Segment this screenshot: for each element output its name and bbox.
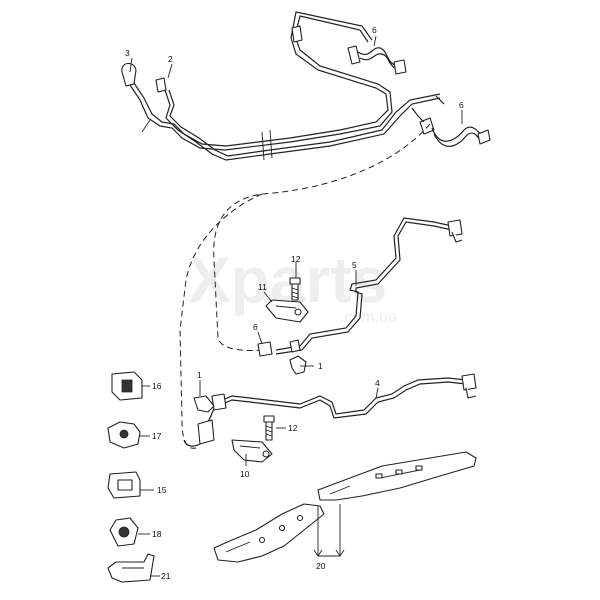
callout-11: 11 [258, 282, 267, 292]
upper-brake-pipe-assembly [121, 11, 491, 161]
callout-labels: 3 2 6 6 12 5 11 6 1 4 1 16 17 12 10 15 1… [125, 25, 464, 581]
callout-2: 2 [168, 54, 173, 64]
bracket-11 [265, 299, 309, 323]
callout-17: 17 [152, 431, 162, 441]
callout-6-top: 6 [372, 25, 377, 35]
callout-12-upper: 12 [291, 254, 301, 264]
bracket-10 [231, 439, 273, 463]
callout-18: 18 [152, 529, 162, 539]
clip-1-upper [289, 355, 307, 375]
watermark-sub: .com.ua [340, 309, 397, 326]
callout-21: 21 [161, 571, 171, 581]
callout-15: 15 [157, 485, 167, 495]
holder-18 [109, 517, 139, 547]
callout-20: 20 [316, 561, 326, 571]
pipe-loop-fitting [121, 62, 137, 87]
pipe-nut [155, 77, 167, 93]
callout-6-right: 6 [459, 100, 464, 110]
callout-10: 10 [240, 469, 250, 479]
callout-1-upper: 1 [318, 361, 323, 371]
callout-12-lower: 12 [288, 423, 298, 433]
clip-1-lower [193, 395, 215, 413]
holder-16 [111, 371, 143, 401]
callout-1-lower: 1 [197, 370, 202, 380]
callout-16: 16 [152, 381, 162, 391]
holder-15 [107, 471, 141, 499]
bracket-21 [107, 553, 155, 583]
brake-pipe-5 [257, 217, 463, 357]
callout-5: 5 [352, 260, 357, 270]
callout-4: 4 [375, 378, 380, 388]
callout-3: 3 [125, 48, 130, 58]
callout-6-mid: 6 [253, 322, 258, 332]
holder-17 [107, 421, 141, 449]
bolt-12-upper [289, 277, 301, 301]
brake-pipe-4 [183, 373, 477, 447]
bolt-12-lower [263, 415, 275, 441]
heat-shield-20 [213, 451, 477, 563]
leader-lines [129, 35, 463, 577]
